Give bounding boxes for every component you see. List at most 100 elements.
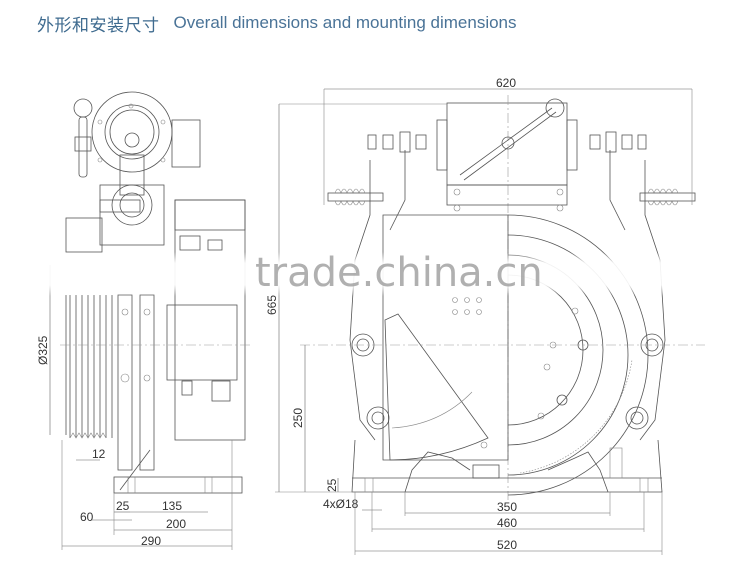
base-center-block — [472, 464, 500, 479]
bolt — [453, 188, 461, 196]
cover-hole — [464, 297, 470, 303]
bolt — [160, 119, 166, 125]
brake-shoe-left — [389, 150, 406, 231]
shaft-nut — [124, 132, 140, 148]
base-arch-left — [404, 451, 471, 493]
frame-top — [174, 199, 246, 231]
mounting-hole — [364, 477, 374, 493]
cover-hole — [452, 297, 458, 303]
pivot-hole — [371, 411, 385, 425]
dim-inner-width: 350 — [497, 500, 517, 514]
arm-pivot — [111, 184, 153, 226]
bolt — [128, 103, 134, 109]
brake-arm — [119, 154, 145, 196]
top-plate — [446, 184, 568, 206]
base-arch-right — [547, 451, 609, 493]
base-plate — [113, 476, 243, 494]
rail-bolt — [143, 374, 151, 382]
dim-base-width: 520 — [497, 538, 517, 552]
bolt — [556, 204, 564, 212]
bolt — [556, 188, 564, 196]
front-view: 620 665 250 25 4xØ18 350 460 520 — [265, 76, 705, 555]
encoder-box — [171, 119, 201, 168]
dim-base-thickness: 25 — [325, 478, 339, 492]
dim-overall-width: 620 — [496, 76, 516, 90]
spring-right — [639, 188, 696, 206]
handle-clamp — [74, 136, 92, 152]
title-english: Overall dimensions and mounting dimensio… — [173, 13, 517, 32]
pivot-hole — [630, 411, 644, 425]
brake-arm-left — [349, 160, 376, 441]
release-lever — [459, 107, 553, 176]
cable-gland — [181, 380, 193, 396]
cover-hole — [464, 309, 470, 315]
dim-overall-depth: 290 — [141, 534, 161, 548]
dim-mounting-holes: 4xØ18 — [323, 497, 359, 511]
junction-box — [166, 304, 238, 381]
brake-disk-hub — [109, 109, 155, 155]
release-lever-edge — [463, 111, 557, 181]
dim-hole-spacing: 135 — [162, 499, 182, 513]
terminal — [207, 239, 223, 251]
side-post — [609, 447, 623, 479]
sheave-grooves — [65, 295, 113, 439]
brake-arm-right — [639, 160, 666, 441]
cable-gland — [211, 380, 231, 402]
disk-bolt — [556, 394, 568, 406]
page-title: 外形和安装尺寸 Overall dimensions and mounting … — [37, 10, 517, 36]
rail-bolt — [143, 308, 151, 316]
watermark-text: trade.china.cn — [255, 250, 543, 296]
pivot-right-lower — [625, 406, 649, 430]
brake-bolts-left — [367, 119, 448, 171]
rail-bolt — [121, 308, 129, 316]
frame-left — [65, 217, 103, 253]
lever-knob — [545, 98, 565, 118]
bolt — [97, 157, 103, 163]
gear-teeth — [519, 359, 633, 474]
brake-shoe-right — [609, 150, 626, 231]
bolt — [453, 204, 461, 212]
bolt — [97, 119, 103, 125]
mounting-hole — [639, 477, 649, 493]
lever-joint — [501, 136, 515, 150]
arm-housing — [99, 184, 165, 246]
motor-body — [174, 199, 246, 441]
dim-overall-height: 665 — [265, 295, 279, 315]
handle-knob — [73, 98, 93, 118]
disk-bolt — [537, 412, 545, 420]
terminal — [179, 235, 201, 251]
brake-bolts-right — [566, 119, 647, 171]
disk-outer — [507, 214, 649, 496]
dim-shaft-height: 250 — [291, 408, 305, 428]
cover-screw — [480, 441, 488, 449]
dim-offset-60: 60 — [80, 510, 94, 524]
disk-rim — [507, 234, 629, 476]
front-cover — [382, 214, 509, 461]
cover-hole — [452, 309, 458, 315]
dim-hole-centers: 460 — [497, 516, 517, 530]
disk-bolt — [571, 307, 579, 315]
dim-pulley-diameter: Ø325 — [36, 335, 50, 365]
spring-left — [327, 188, 384, 206]
cover-hole — [476, 297, 482, 303]
sector-slot — [391, 391, 473, 429]
rail-bolt — [120, 373, 130, 383]
disk-hub — [507, 274, 584, 426]
inspection-sector — [384, 313, 489, 461]
base-chamfer — [119, 449, 151, 491]
dim-base-depth: 200 — [166, 517, 186, 531]
cover-hole — [476, 309, 482, 315]
handle-lever — [78, 116, 88, 178]
brake-disk-inner — [104, 104, 160, 160]
brake-column — [446, 102, 568, 186]
dim-groove-offset: 12 — [92, 447, 106, 461]
dim-base-offset-25: 25 — [116, 499, 130, 513]
side-view: Ø325 12 25 135 60 200 290 — [36, 91, 250, 550]
bolt — [160, 157, 166, 163]
arm-pivot-inner — [119, 192, 145, 218]
rail-right — [139, 294, 155, 471]
watermark-band — [0, 252, 750, 296]
title-chinese: 外形和安装尺寸 — [37, 15, 160, 36]
rail-left — [117, 294, 133, 471]
disk-bolt — [543, 363, 551, 371]
